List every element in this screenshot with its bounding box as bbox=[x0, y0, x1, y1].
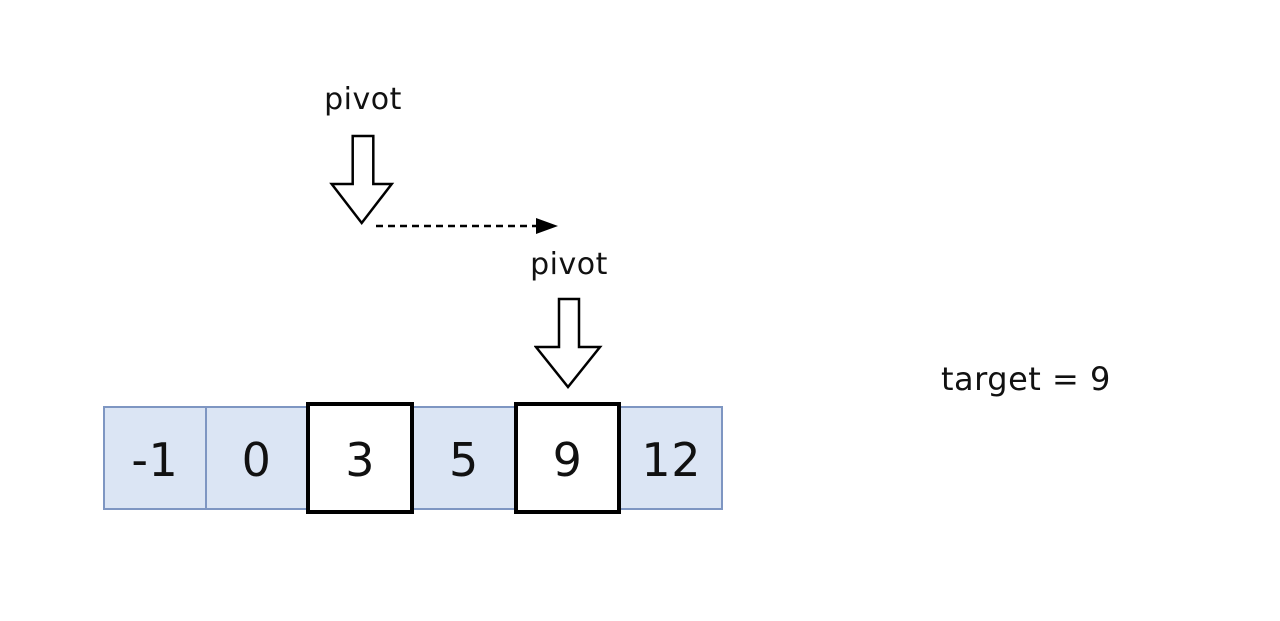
pivot2-down-arrow-icon bbox=[534, 297, 603, 390]
array-cell-value: 12 bbox=[641, 433, 701, 487]
array-cell-value: 9 bbox=[552, 433, 583, 487]
array-cell-2-highlighted: 3 bbox=[306, 402, 415, 514]
array-cell-value: 3 bbox=[345, 433, 376, 487]
array-cell-1: 0 bbox=[204, 406, 309, 510]
array-cell-4-highlighted: 9 bbox=[513, 402, 622, 514]
target-annotation: target = 9 bbox=[941, 360, 1111, 398]
array-cell-5: 12 bbox=[619, 406, 724, 510]
pivot1-down-arrow-icon bbox=[329, 134, 395, 226]
array-cell-value: 0 bbox=[241, 433, 272, 487]
array-cell-0: -1 bbox=[103, 406, 207, 510]
pivot2-label: pivot bbox=[530, 247, 608, 282]
array-cell-value: -1 bbox=[131, 433, 179, 487]
array-cell-value: 5 bbox=[448, 433, 479, 487]
pivot1-label: pivot bbox=[324, 82, 402, 117]
array-cell-3: 5 bbox=[412, 406, 516, 510]
dashed-move-arrow-icon bbox=[376, 218, 558, 234]
array-row: -1 0 3 5 9 12 bbox=[103, 402, 724, 514]
